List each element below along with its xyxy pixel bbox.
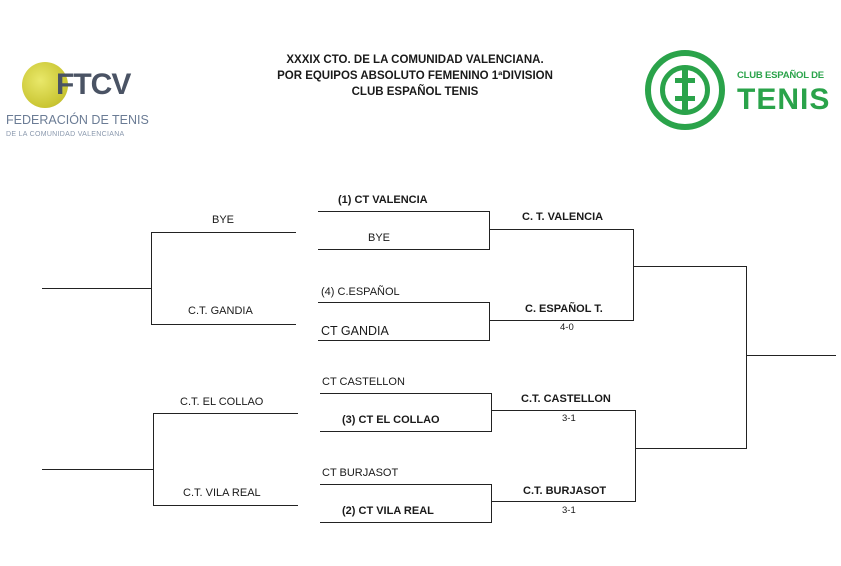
club-emblem-icon [645, 50, 725, 130]
bracket-line [633, 266, 747, 267]
bracket-line [42, 288, 152, 289]
round1-team: (2) CT VILA REAL [342, 505, 434, 517]
bracket-line [746, 266, 747, 448]
bracket-line [42, 469, 154, 470]
round1-team: (3) CT EL COLLAO [342, 414, 440, 426]
bracket-line [318, 249, 490, 250]
bracket-line [320, 393, 492, 394]
round2-winner: C.T. BURJASOT [523, 485, 607, 497]
bracket-line [153, 505, 298, 506]
bracket-line [491, 393, 492, 431]
bracket-line [151, 232, 296, 233]
bracket-line [635, 410, 636, 501]
tennis-ball-icon [22, 62, 68, 108]
match-score: 3-1 [562, 413, 576, 424]
round2-winner: C.T. CASTELLON [521, 393, 611, 405]
tournament-title: XXXIX CTO. DE LA COMUNIDAD VALENCIANA. P… [205, 52, 625, 100]
round1-team: CT GANDIA [321, 324, 389, 338]
bracket-line [318, 302, 490, 303]
bracket-line [151, 232, 152, 324]
club-name-big: TENIS [737, 83, 831, 116]
bracket-line [746, 355, 836, 356]
ftcv-name: FEDERACIÓN DE TENIS [6, 113, 149, 127]
bracket-line [489, 229, 634, 230]
bracket-line [491, 501, 636, 502]
bracket-line [318, 340, 490, 341]
title-line-2: POR EQUIPOS ABSOLUTO FEMENINO 1ªDIVISION [277, 70, 553, 82]
bracket-line [635, 448, 747, 449]
round1-team: BYE [368, 232, 391, 244]
round1-team: (1) CT VALENCIA [338, 194, 428, 206]
bracket-line [320, 431, 492, 432]
match-score: 3-1 [562, 505, 576, 516]
bracket-line [320, 484, 492, 485]
club-name-small: CLUB ESPAÑOL DE [737, 70, 824, 81]
match-score: 4-0 [560, 322, 574, 333]
bracket-line [153, 413, 298, 414]
left-entry-label: C.T. VILA REAL [183, 487, 261, 499]
round1-team: CT BURJASOT [322, 467, 399, 479]
club-logo: CLUB ESPAÑOL DE TENIS [645, 48, 835, 138]
bracket-line [491, 484, 492, 522]
left-entry-label: C.T. EL COLLAO [180, 396, 264, 408]
round2-winner: C. T. VALENCIA [522, 211, 604, 223]
left-entry-label: C.T. GANDIA [188, 305, 253, 317]
ftcv-subname: DE LA COMUNIDAD VALENCIANA [6, 131, 125, 138]
bracket-line [491, 410, 636, 411]
round1-team: (4) C.ESPAÑOL [321, 286, 400, 298]
bracket-line [318, 211, 490, 212]
bracket-line [489, 302, 490, 340]
ftcv-logo: FTCV FEDERACIÓN DE TENIS DE LA COMUNIDAD… [4, 58, 174, 146]
title-line-3: CLUB ESPAÑOL TENIS [351, 86, 479, 98]
bracket-line [633, 229, 634, 320]
bracket-line [489, 211, 490, 249]
bracket-line [320, 522, 492, 523]
bracket-line [151, 324, 296, 325]
left-entry-label: BYE [212, 214, 235, 226]
bracket-line [153, 413, 154, 505]
round1-team: CT CASTELLON [322, 376, 405, 388]
title-line-1: XXXIX CTO. DE LA COMUNIDAD VALENCIANA. [286, 54, 544, 66]
round2-winner: C. ESPAÑOL T. [525, 303, 603, 315]
ftcv-letters: FTCV [56, 68, 131, 101]
bracket-line [489, 320, 634, 321]
